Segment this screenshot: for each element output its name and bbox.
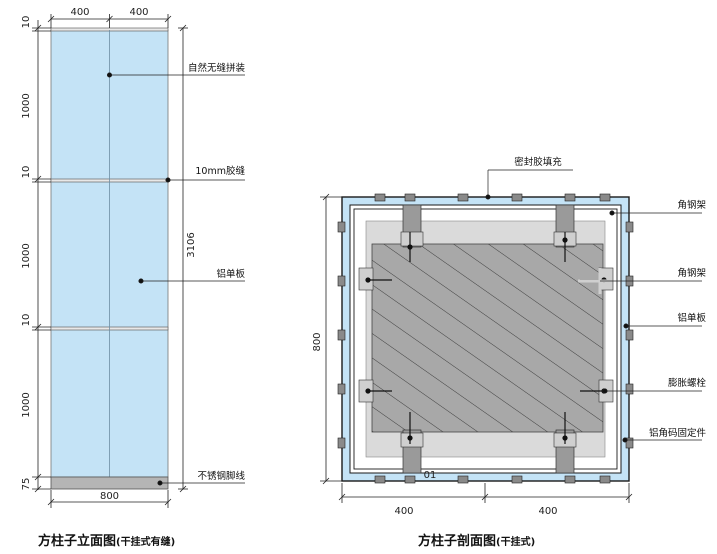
angle-steel-frame: [353, 208, 618, 470]
dim-joint-1: 10: [21, 166, 32, 179]
section-height-dimension: [320, 193, 342, 485]
left-dimension: [32, 20, 51, 493]
overall-height: 3106: [186, 232, 197, 257]
section-callouts: [485, 169, 702, 443]
section-bottom-dim-left: 400: [394, 506, 413, 517]
section-height: 800: [312, 332, 323, 351]
bottom-dim: 800: [100, 491, 119, 502]
dim-joint-2: 10: [21, 314, 32, 327]
elevation-callouts: [106, 72, 245, 486]
top-dim-right: 400: [129, 7, 148, 18]
top-dimension: [47, 14, 172, 28]
dim-panel-2: 1000: [21, 243, 32, 268]
callout-aluminum-panel: 铝单板: [216, 268, 245, 280]
concrete-hatch: [372, 244, 603, 432]
dim-panel-3: 1000: [21, 392, 32, 417]
section-bottom-dim-right: 400: [538, 506, 557, 517]
callout-angle-frame-2: 角钢架: [677, 267, 706, 279]
section-caption: 方柱子剖面图(干挂式): [418, 533, 535, 549]
elevation-view: 400 400 10 1000 10 1000 10 1000 75: [21, 7, 245, 549]
callout-seamless: 自然无缝拼装: [188, 62, 246, 74]
top-dim-left: 400: [70, 7, 89, 18]
dim-panel-1: 1000: [21, 93, 32, 118]
section-bottom-dimension: [338, 483, 633, 503]
callout-aluminum-panel-section: 铝单板: [677, 312, 706, 324]
callout-glue-joint: 10mm胶缝: [195, 165, 245, 177]
section-mark: 01: [424, 470, 437, 481]
dim-top-joint: 10: [21, 16, 32, 29]
elevation-caption: 方柱子立面图(干挂式有缝): [38, 533, 175, 549]
callout-sealant: 密封胶填充: [514, 156, 562, 168]
dim-skirting: 75: [21, 478, 32, 491]
steel-skirting: [50, 476, 169, 490]
frame-clips: [337, 193, 634, 484]
callout-steel-skirting: 不锈钢脚线: [197, 470, 245, 482]
callout-expansion-bolt: 膨胀螺栓: [668, 377, 707, 389]
bottom-dimension: [47, 490, 172, 508]
section-view: 800 400 400 01 密封胶填充 角钢架 角钢架 铝单板 膨胀螺栓 铝角…: [312, 156, 706, 549]
callout-angle-frame-1: 角钢架: [677, 199, 706, 211]
overall-height-dimension: [178, 24, 188, 493]
callout-angle-bracket: 铝角码固定件: [649, 427, 707, 439]
